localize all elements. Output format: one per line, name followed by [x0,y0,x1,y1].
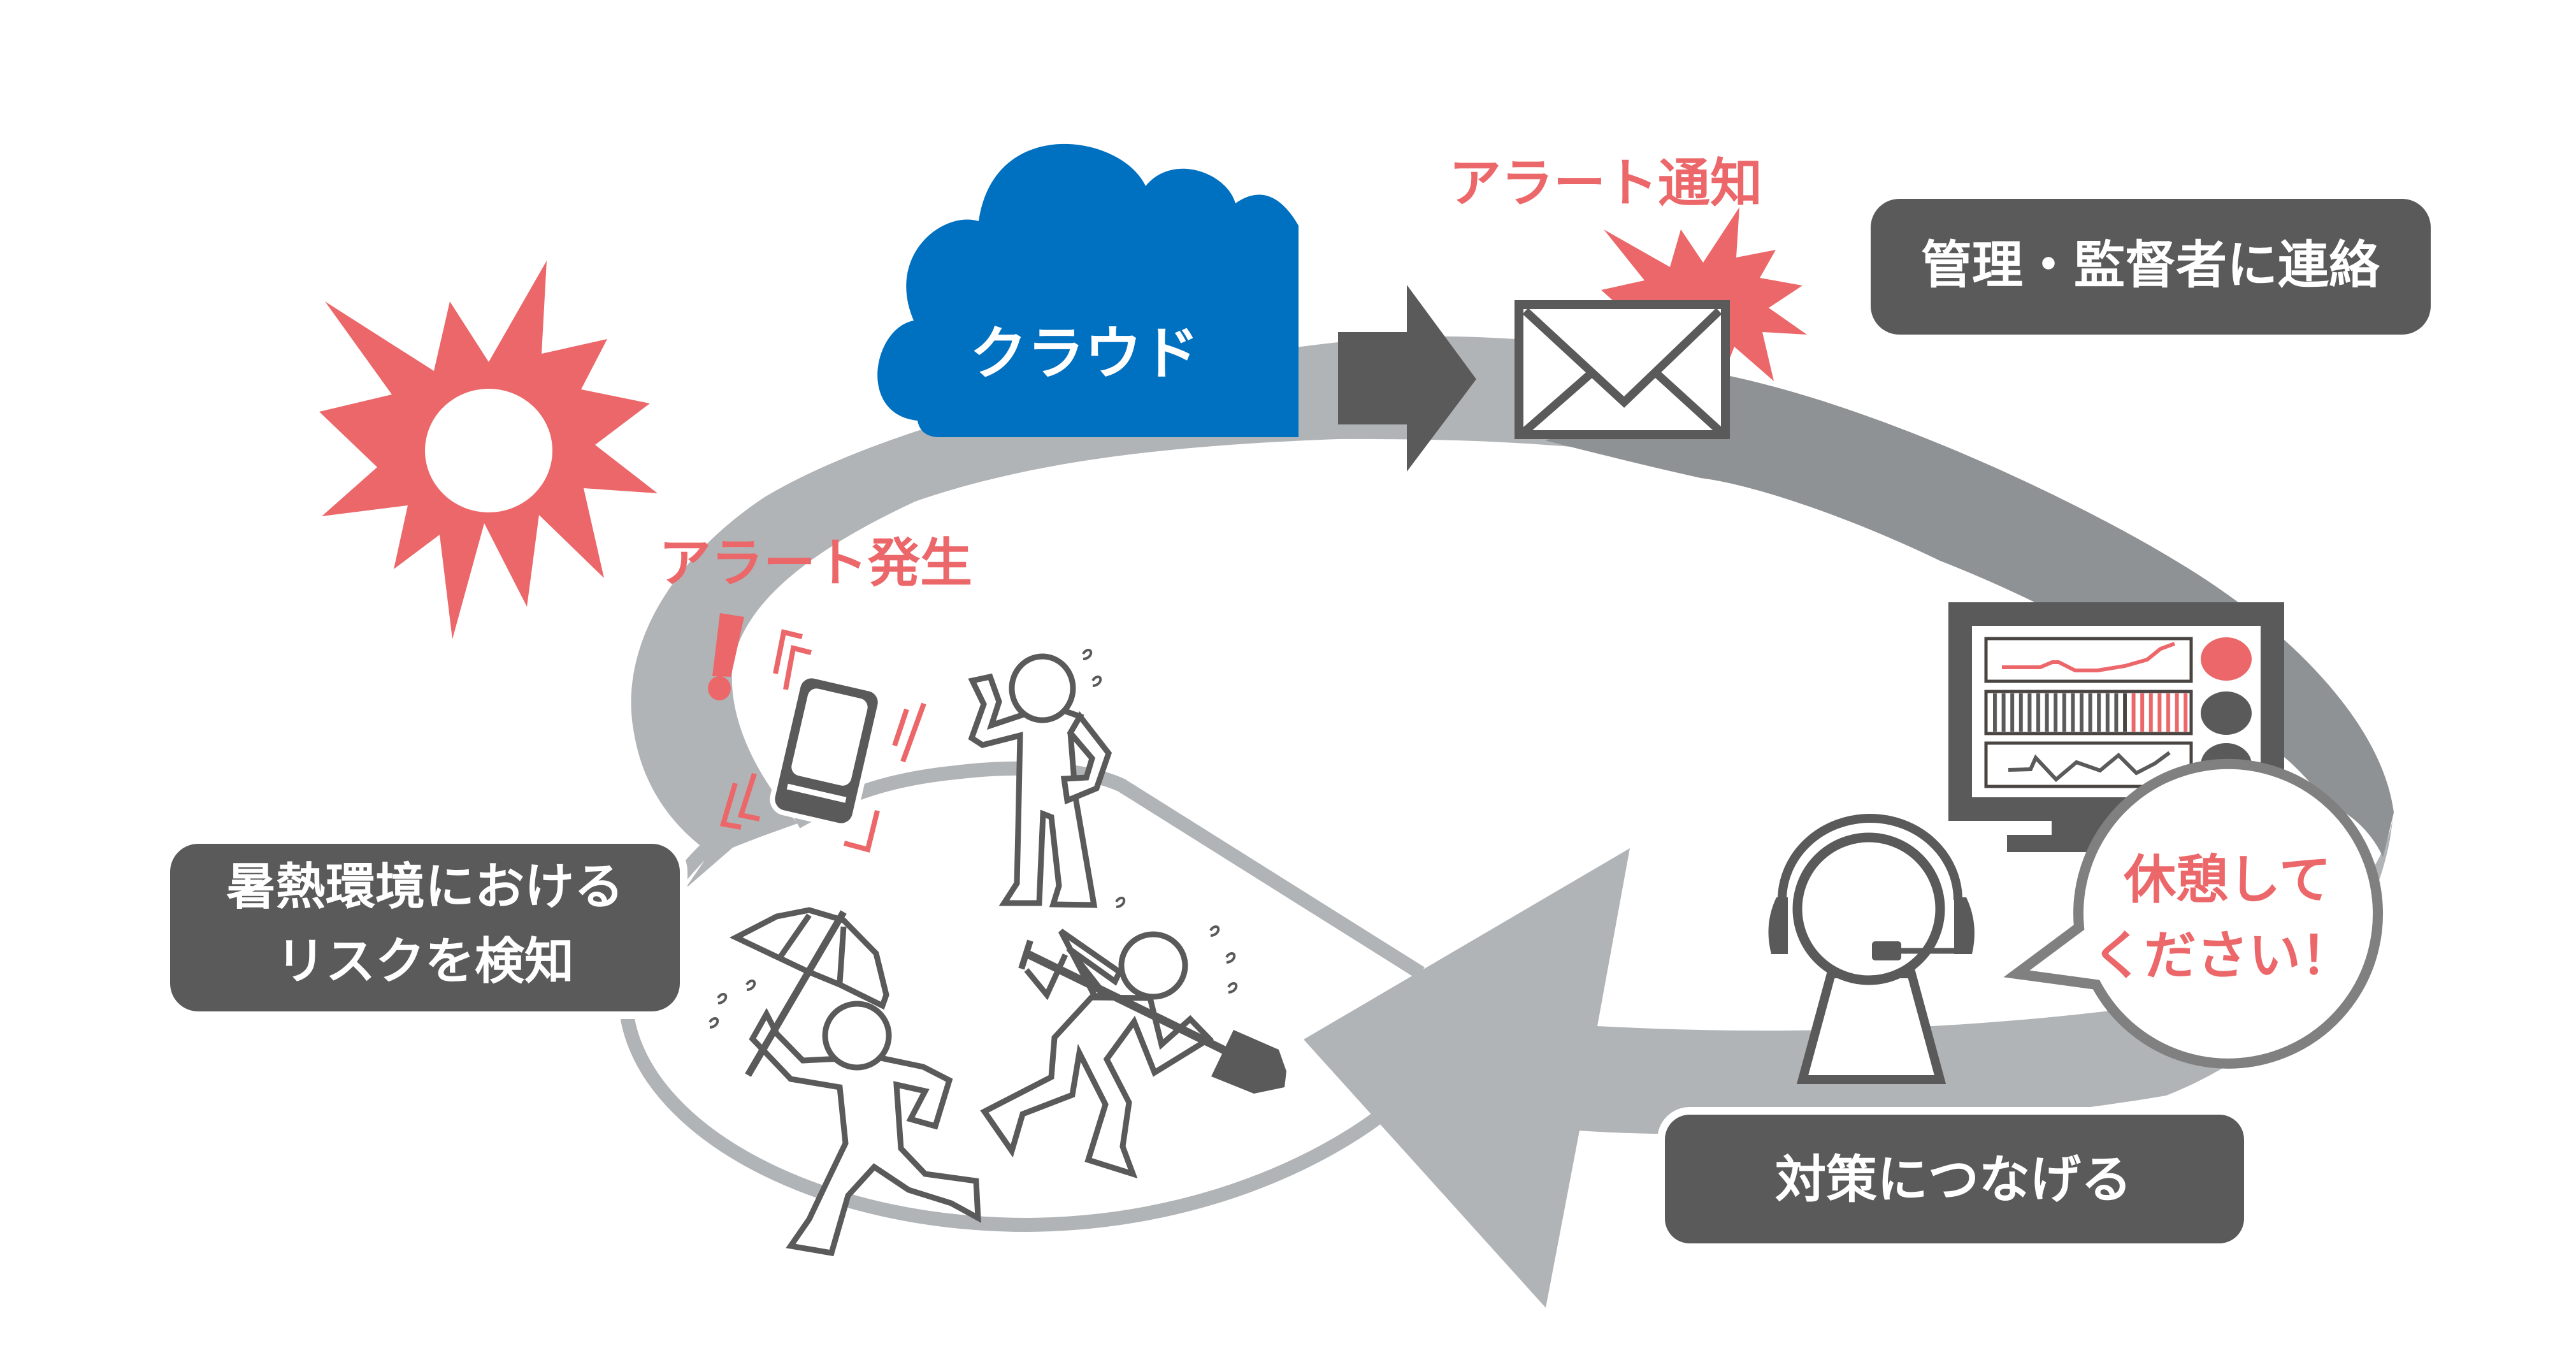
status-light-2 [2201,691,2252,735]
alert-occurred-label: アラート発生 [659,533,972,594]
sun-burst-icon [319,261,658,639]
sweat-drop-icon [1082,649,1093,660]
alert-notification-label: アラート通知 [1449,154,1762,214]
vibration-mark-bl-2 [737,772,760,821]
take-action-label: 対策につなげる [1775,1150,2132,1210]
detect-risk-line-2: リスクを検知 [276,933,574,990]
phone-home-bar [786,783,847,803]
sweat-drop-icon [745,980,756,991]
sun-core [425,389,552,512]
contact-manager-label: 管理・監督者に連絡 [1921,236,2380,295]
detect-risk-box: 暑熱環境における リスクを検知 [162,836,687,1019]
shovel-worker-body [980,994,1214,1179]
contact-manager-box: 管理・監督者に連絡 [1871,199,2431,335]
speech-line-1: 休憩して [2123,850,2331,911]
vibration-mark-r-1 [892,708,909,747]
speech-bubble-icon: 休憩して ください！ [2003,758,2384,1069]
sweat-drop-icon [709,1017,719,1029]
bar-stripes-red [2129,693,2189,732]
speech-bubble-shape [2003,758,2384,1069]
sweat-drop-icon [1227,982,1238,994]
shovel-worker-head [1118,931,1188,1000]
bar-stripes-dark [1989,693,2124,732]
operator-body [1796,969,1946,1084]
operator-headset-icon [1768,814,1975,1084]
bar-divider [2124,693,2127,732]
sweat-drop-icon [1115,897,1126,908]
headset-earpiece-right [1954,897,1975,954]
worker-head [1009,653,1076,723]
cloud-icon: クラウド [877,143,1299,438]
sweat-drop-icon [1091,676,1102,687]
headset-band [1778,814,1962,901]
right-arrow-icon [1338,285,1476,472]
vibration-mark-tl-1 [773,629,803,674]
headset-mic [1872,941,1901,960]
smartphone-vibrating-icon [719,629,926,853]
sweat-drop-icon [717,993,728,1004]
wave-line-dark [2008,751,2171,783]
runner-body [749,1008,981,1257]
umbrella-canopy [729,907,889,1010]
runner-head [822,1001,892,1071]
phone-screen [791,688,868,786]
sweat-drop-icon [1225,952,1236,964]
umbrella-runner-icon [709,907,981,1257]
umbrella-rib [837,926,847,983]
loop-band-left [631,336,1682,889]
headset-earpiece-left [1768,897,1788,954]
take-action-box: 対策につなげる [1657,1107,2252,1251]
detect-risk-line-1: 暑熱環境における [226,858,624,916]
status-light-red [2201,637,2252,681]
exclamation-icon [708,613,744,700]
worker-arm [1060,711,1112,805]
shovel-blade [1211,1030,1286,1094]
cloud-shape [877,143,1299,438]
shovel-grip [1018,939,1033,970]
vibration-mark-br [843,810,880,853]
umbrella-shaft [745,910,847,1077]
vibration-mark-tl-2 [783,645,812,690]
vibration-mark-bl-1 [719,782,742,830]
trend-line-red [2002,642,2176,672]
sweat-drop-icon [1209,925,1220,937]
vibration-mark-r-2 [900,702,926,763]
loop-inner-ring-top [793,761,1425,980]
shovel-handle [1025,950,1232,1057]
speech-line-2: ください！ [2092,926,2353,987]
umbrella-rib [778,913,812,959]
worker-figure-icon [968,649,1126,908]
operator-head [1792,832,1945,985]
shovel-worker-icon [980,925,1286,1179]
dashboard-row-trend [1984,637,2193,683]
envelope-icon [1515,300,1730,439]
cloud-label: クラウド [970,321,1199,387]
